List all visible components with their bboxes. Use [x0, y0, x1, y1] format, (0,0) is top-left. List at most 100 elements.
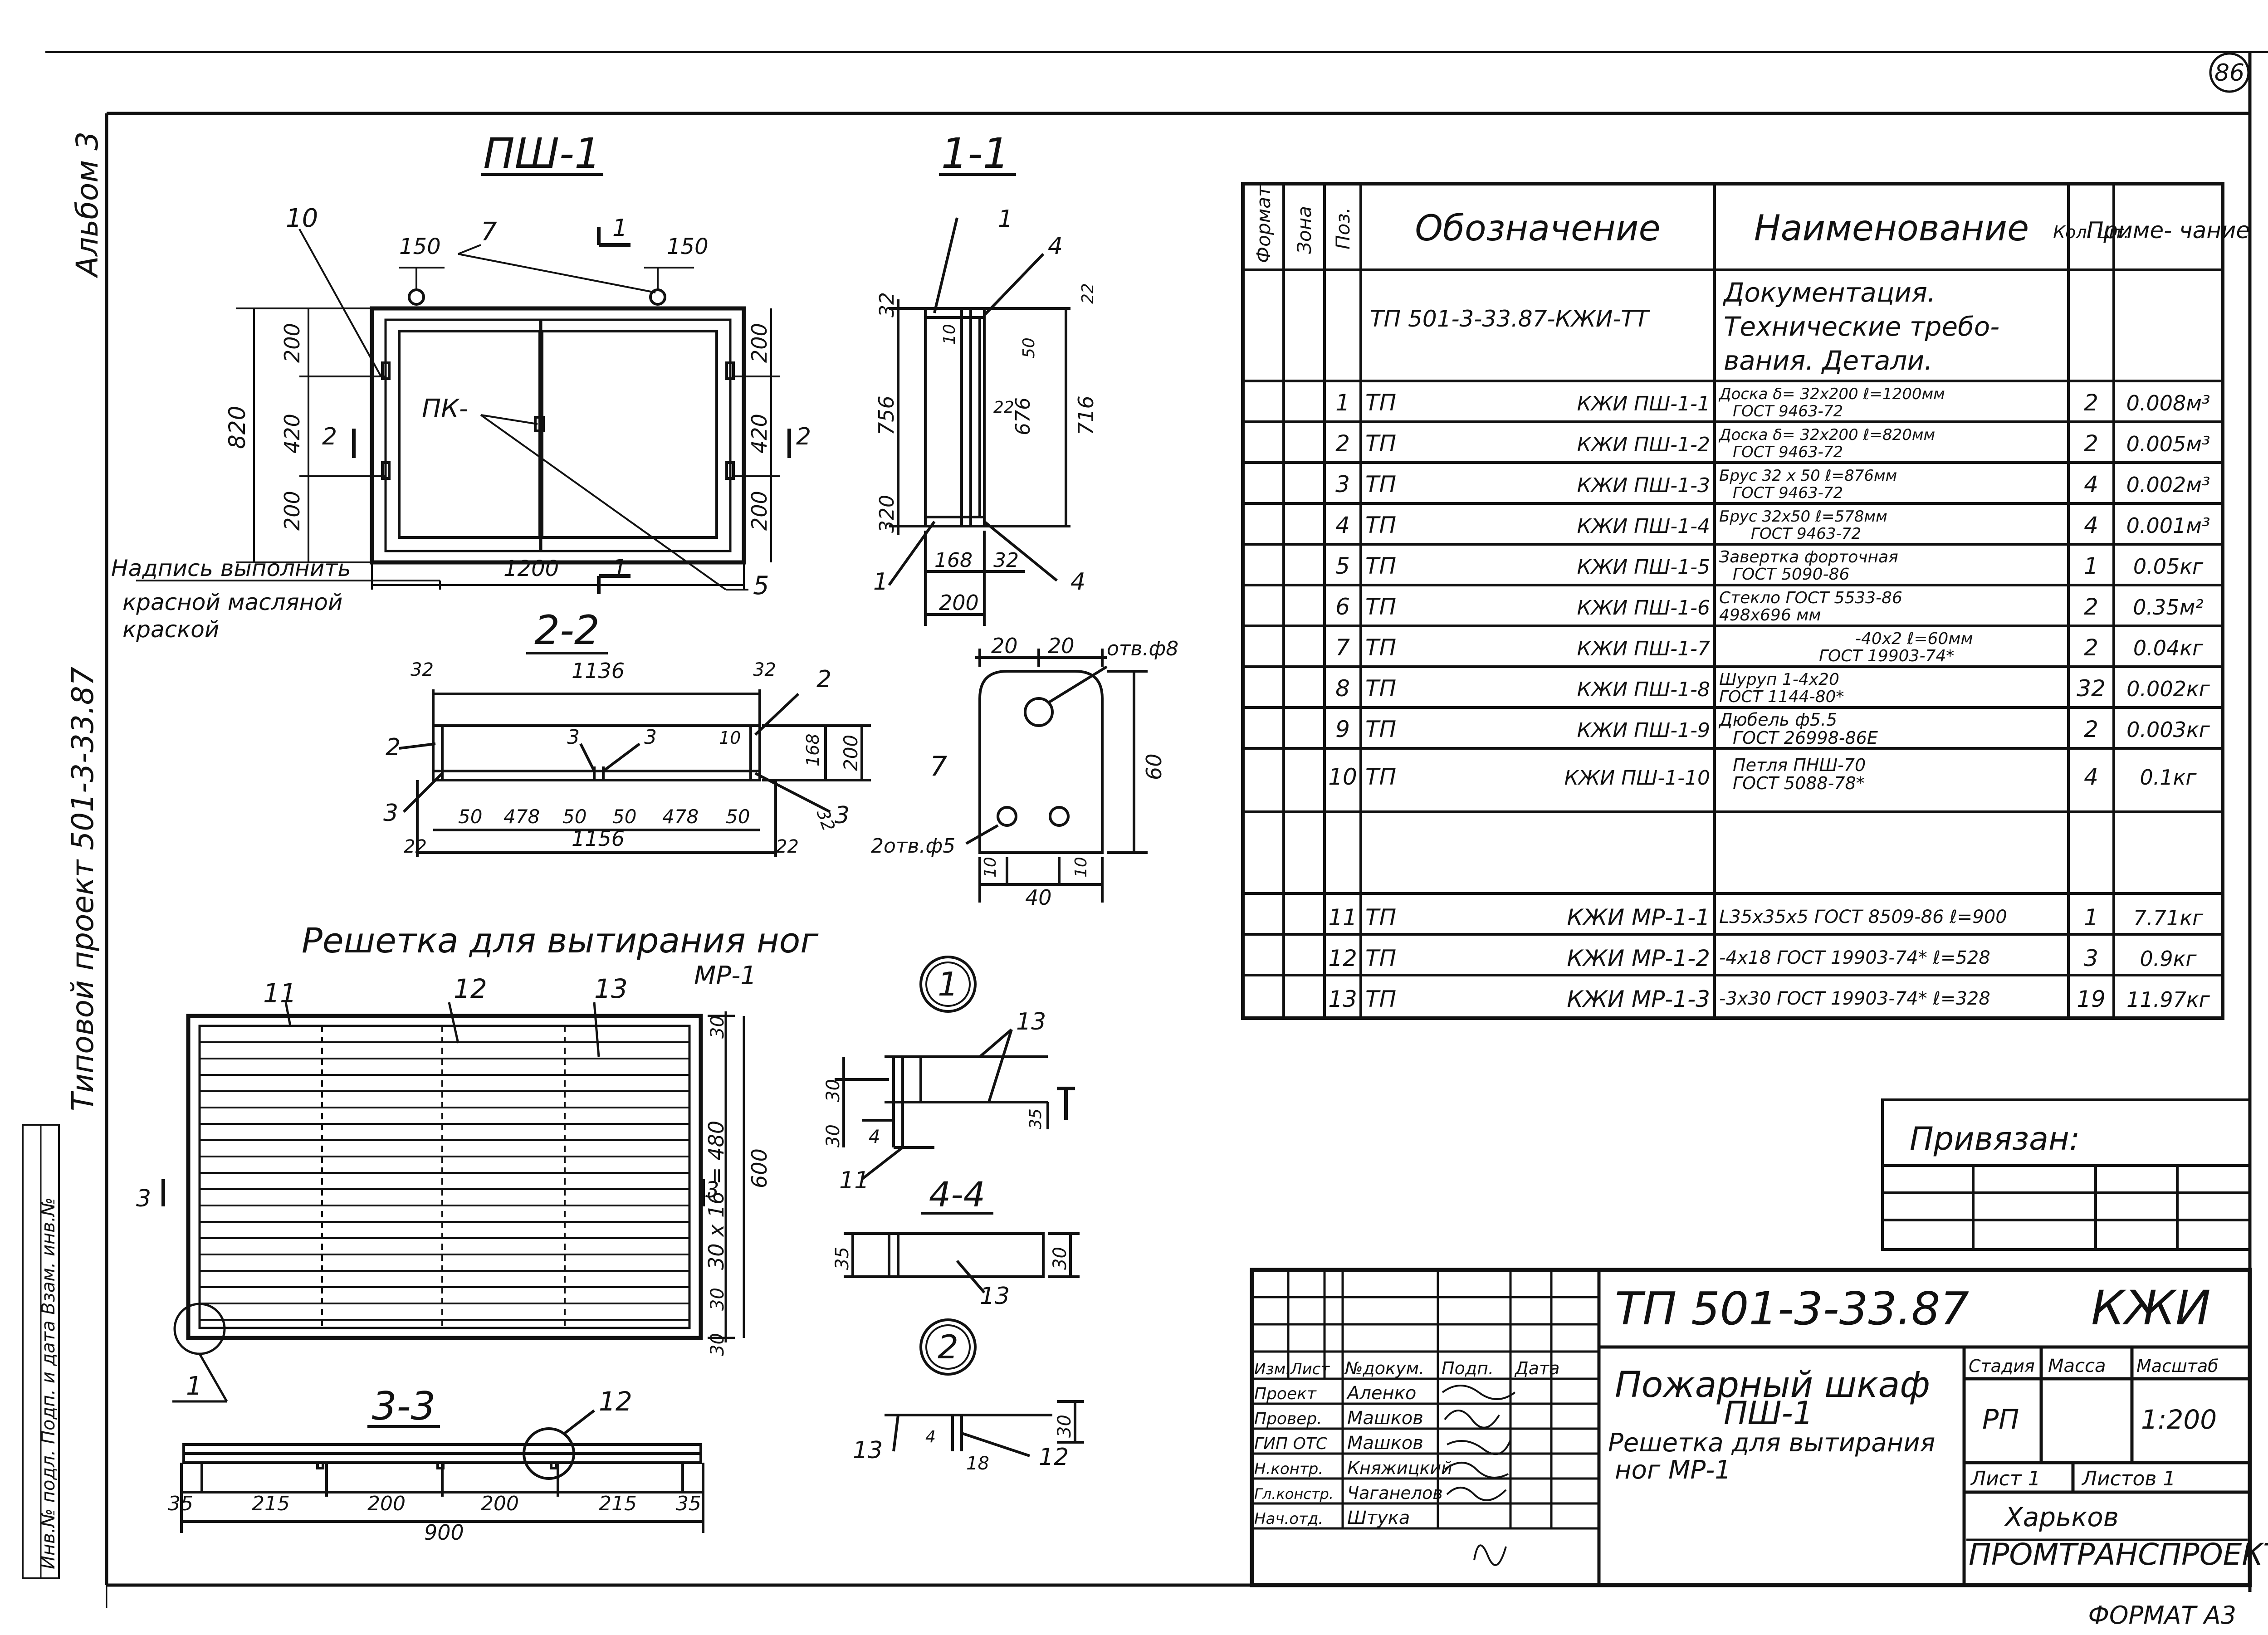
sec22-dim-d2: 478 — [503, 805, 540, 828]
psh1-pos-10: 10 — [286, 204, 318, 233]
sec22-pos-3-right: 3 — [835, 802, 850, 829]
grate-pos-11: 11 — [263, 978, 297, 1009]
privyazan-box: Привязан: — [1881, 1098, 2251, 1251]
spec-code: КЖИ ПШ-1-4 — [1577, 515, 1710, 538]
spec-qty: 1 — [2084, 553, 2098, 579]
grate-cut-3-left: 3 — [136, 1185, 151, 1212]
tb-org: ПРОМТРАНСПРОЕКТ — [1969, 1537, 2268, 1572]
sec11-dim-22a: 22 — [993, 398, 1014, 417]
grate-pos-13: 13 — [594, 973, 628, 1004]
node2-dim-30: 30 — [1054, 1415, 1075, 1438]
corner-number: 86 — [2214, 59, 2244, 87]
node1-pos-11: 11 — [839, 1167, 869, 1194]
spec-name-1: -3х30 ГОСТ 19903-74* ℓ=328 — [1719, 988, 1990, 1009]
sec11-dim-756: 756 — [874, 395, 899, 435]
spec-qty: 2 — [2084, 634, 2098, 661]
spec-name-1: Стекло ГОСТ 5533-86 — [1719, 589, 1902, 607]
node1-dim-30b: 30 — [823, 1124, 844, 1147]
signatures — [1442, 1385, 1516, 1566]
sec11-pos-4-top: 4 — [1048, 233, 1063, 260]
spec-tp: ТП — [1365, 986, 1396, 1012]
tb-role-6: Нач.отд. — [1254, 1510, 1323, 1528]
spec-qty: 3 — [2084, 945, 2098, 971]
section-4-4: 4-4 35 30 13 — [832, 1174, 1080, 1310]
spec-row: 9 ТП КЖИ ПШ-1-9 Дюбель ф5.5 ГОСТ 26998-8… — [1335, 710, 2210, 748]
sec22-dim-22-left: 22 — [404, 836, 427, 857]
spec-qty: 4 — [2084, 471, 2098, 498]
tb-role-2: Провер. — [1254, 1410, 1322, 1428]
spec-tp: ТП — [1365, 430, 1396, 457]
sec11-dim-10: 10 — [940, 324, 959, 345]
sheet-frame — [45, 51, 2268, 1608]
psh1-dim-420-right: 420 — [747, 414, 772, 454]
sec44-dim-35: 35 — [832, 1247, 853, 1270]
privyazan-label: Привязан: — [1910, 1120, 2080, 1157]
psh1-cut-2-right: 2 — [796, 423, 811, 450]
spec-row: 12 ТП КЖИ МР-1-2 -4х18 ГОСТ 19903-74* ℓ=… — [1328, 945, 2197, 971]
grate-callout-1: 1 — [186, 1371, 202, 1401]
sec11-pos-1-top: 1 — [998, 205, 1013, 233]
spec-qty: 32 — [2077, 675, 2106, 702]
spec-tp: ТП — [1365, 716, 1396, 742]
spec-tp: ТП — [1365, 945, 1396, 971]
spec-head-zone: Зона — [1293, 206, 1315, 254]
spec-code: КЖИ ПШ-1-2 — [1577, 433, 1710, 456]
sec22-dim-200: 200 — [840, 735, 862, 771]
section-3-3: 3-3 12 35 215 200 200 215 35 900 — [168, 1384, 704, 1545]
spec-name-1: Доска δ= 32х200 ℓ=820мм — [1718, 426, 1935, 444]
spec-note: 0.002кг — [2126, 677, 2210, 701]
spec-code: КЖИ ПШ-1-3 — [1577, 474, 1710, 497]
tb-mark: КЖИ — [2091, 1280, 2211, 1336]
spec-head-name: Наименование — [1754, 208, 2029, 249]
sec33-dim-2: 215 — [252, 1492, 290, 1515]
corner-stamp: 86 — [2209, 52, 2250, 93]
spec-name-1: Брус 32 х 50 ℓ=876мм — [1719, 467, 1897, 485]
psh1-note-line-1: Надпись выполнить — [111, 555, 351, 581]
psh1-pk-label: ПК- — [422, 394, 468, 424]
psh1-dim-1200: 1200 — [503, 556, 559, 581]
spec-row: 2 ТП КЖИ ПШ-1-2 Доска δ= 32х200 ℓ=820мм … — [1335, 426, 2210, 461]
spec-table: Формат Зона Поз. Обозначение Наименовани… — [1241, 182, 2250, 1020]
spec-row: 10 ТП КЖИ ПШ-1-10 Петля ПНШ-70 ГОСТ 5088… — [1328, 755, 2197, 793]
spec-tp: ТП — [1365, 390, 1396, 416]
psh1-dim-150-right: 150 — [667, 234, 709, 259]
sec22-dim-d6: 50 — [726, 805, 750, 828]
spec-code: КЖИ ПШ-1-10 — [1564, 766, 1710, 790]
sec11-dim-32: 32 — [875, 292, 899, 317]
spec-qty: 19 — [2077, 986, 2106, 1012]
spec-pos: 2 — [1335, 430, 1350, 457]
spec-name-1: Петля ПНШ-70 — [1733, 755, 1866, 775]
psh1-dim-200-right-c: 200 — [747, 491, 772, 531]
sec11-dim-676: 676 — [1012, 397, 1035, 435]
sec22-dim-d4: 50 — [612, 805, 636, 828]
node2-dim-18: 18 — [966, 1453, 989, 1474]
node1-dim-4: 4 — [869, 1127, 880, 1147]
grate-dim-30-c: 30 — [707, 1333, 728, 1356]
detail7-hole-top: отв.ф8 — [1107, 637, 1178, 660]
spec-qty: 2 — [2084, 390, 2098, 416]
detail7-hole-bottom: 2отв.ф5 — [871, 835, 955, 858]
tb-role-1: Проект — [1254, 1385, 1317, 1403]
spec-note: 0.003кг — [2126, 717, 2210, 742]
detail7-dim-60: 60 — [1142, 753, 1166, 780]
spec-note: 7.71кг — [2133, 906, 2204, 930]
sec11-pos-1-bottom: 1 — [873, 568, 888, 595]
spec-row: 11 ТП КЖИ МР-1-1 L35х35х5 ГОСТ 8509-86 ℓ… — [1328, 904, 2204, 931]
spec-name-2: ГОСТ 26998-86Е — [1733, 728, 1878, 748]
sec33-dim-3: 200 — [367, 1492, 406, 1515]
project-side-label: Типовой проект 501-3-33.87 — [65, 667, 100, 1111]
sec11-dim-168: 168 — [934, 549, 973, 572]
psh1-dim-820: 820 — [224, 406, 250, 449]
spec-row: 3 ТП КЖИ ПШ-1-3 Брус 32 х 50 ℓ=876мм ГОС… — [1335, 467, 2210, 502]
psh1-cut-1-top: 1 — [612, 215, 627, 242]
spec-doc-name-3: вания. Детали. — [1724, 345, 1933, 376]
sec22-dim-10: 10 — [719, 728, 741, 748]
spec-qty: 4 — [2084, 764, 2098, 790]
spec-doc-name-2: Технические требо- — [1724, 311, 1999, 342]
spec-name-2: 498х696 мм — [1719, 606, 1821, 625]
spec-tp: ТП — [1365, 634, 1396, 661]
tb-name-5: Чаганелов — [1347, 1483, 1443, 1503]
spec-qty: 2 — [2084, 594, 2098, 620]
spec-code: КЖИ ПШ-1-6 — [1577, 596, 1710, 620]
